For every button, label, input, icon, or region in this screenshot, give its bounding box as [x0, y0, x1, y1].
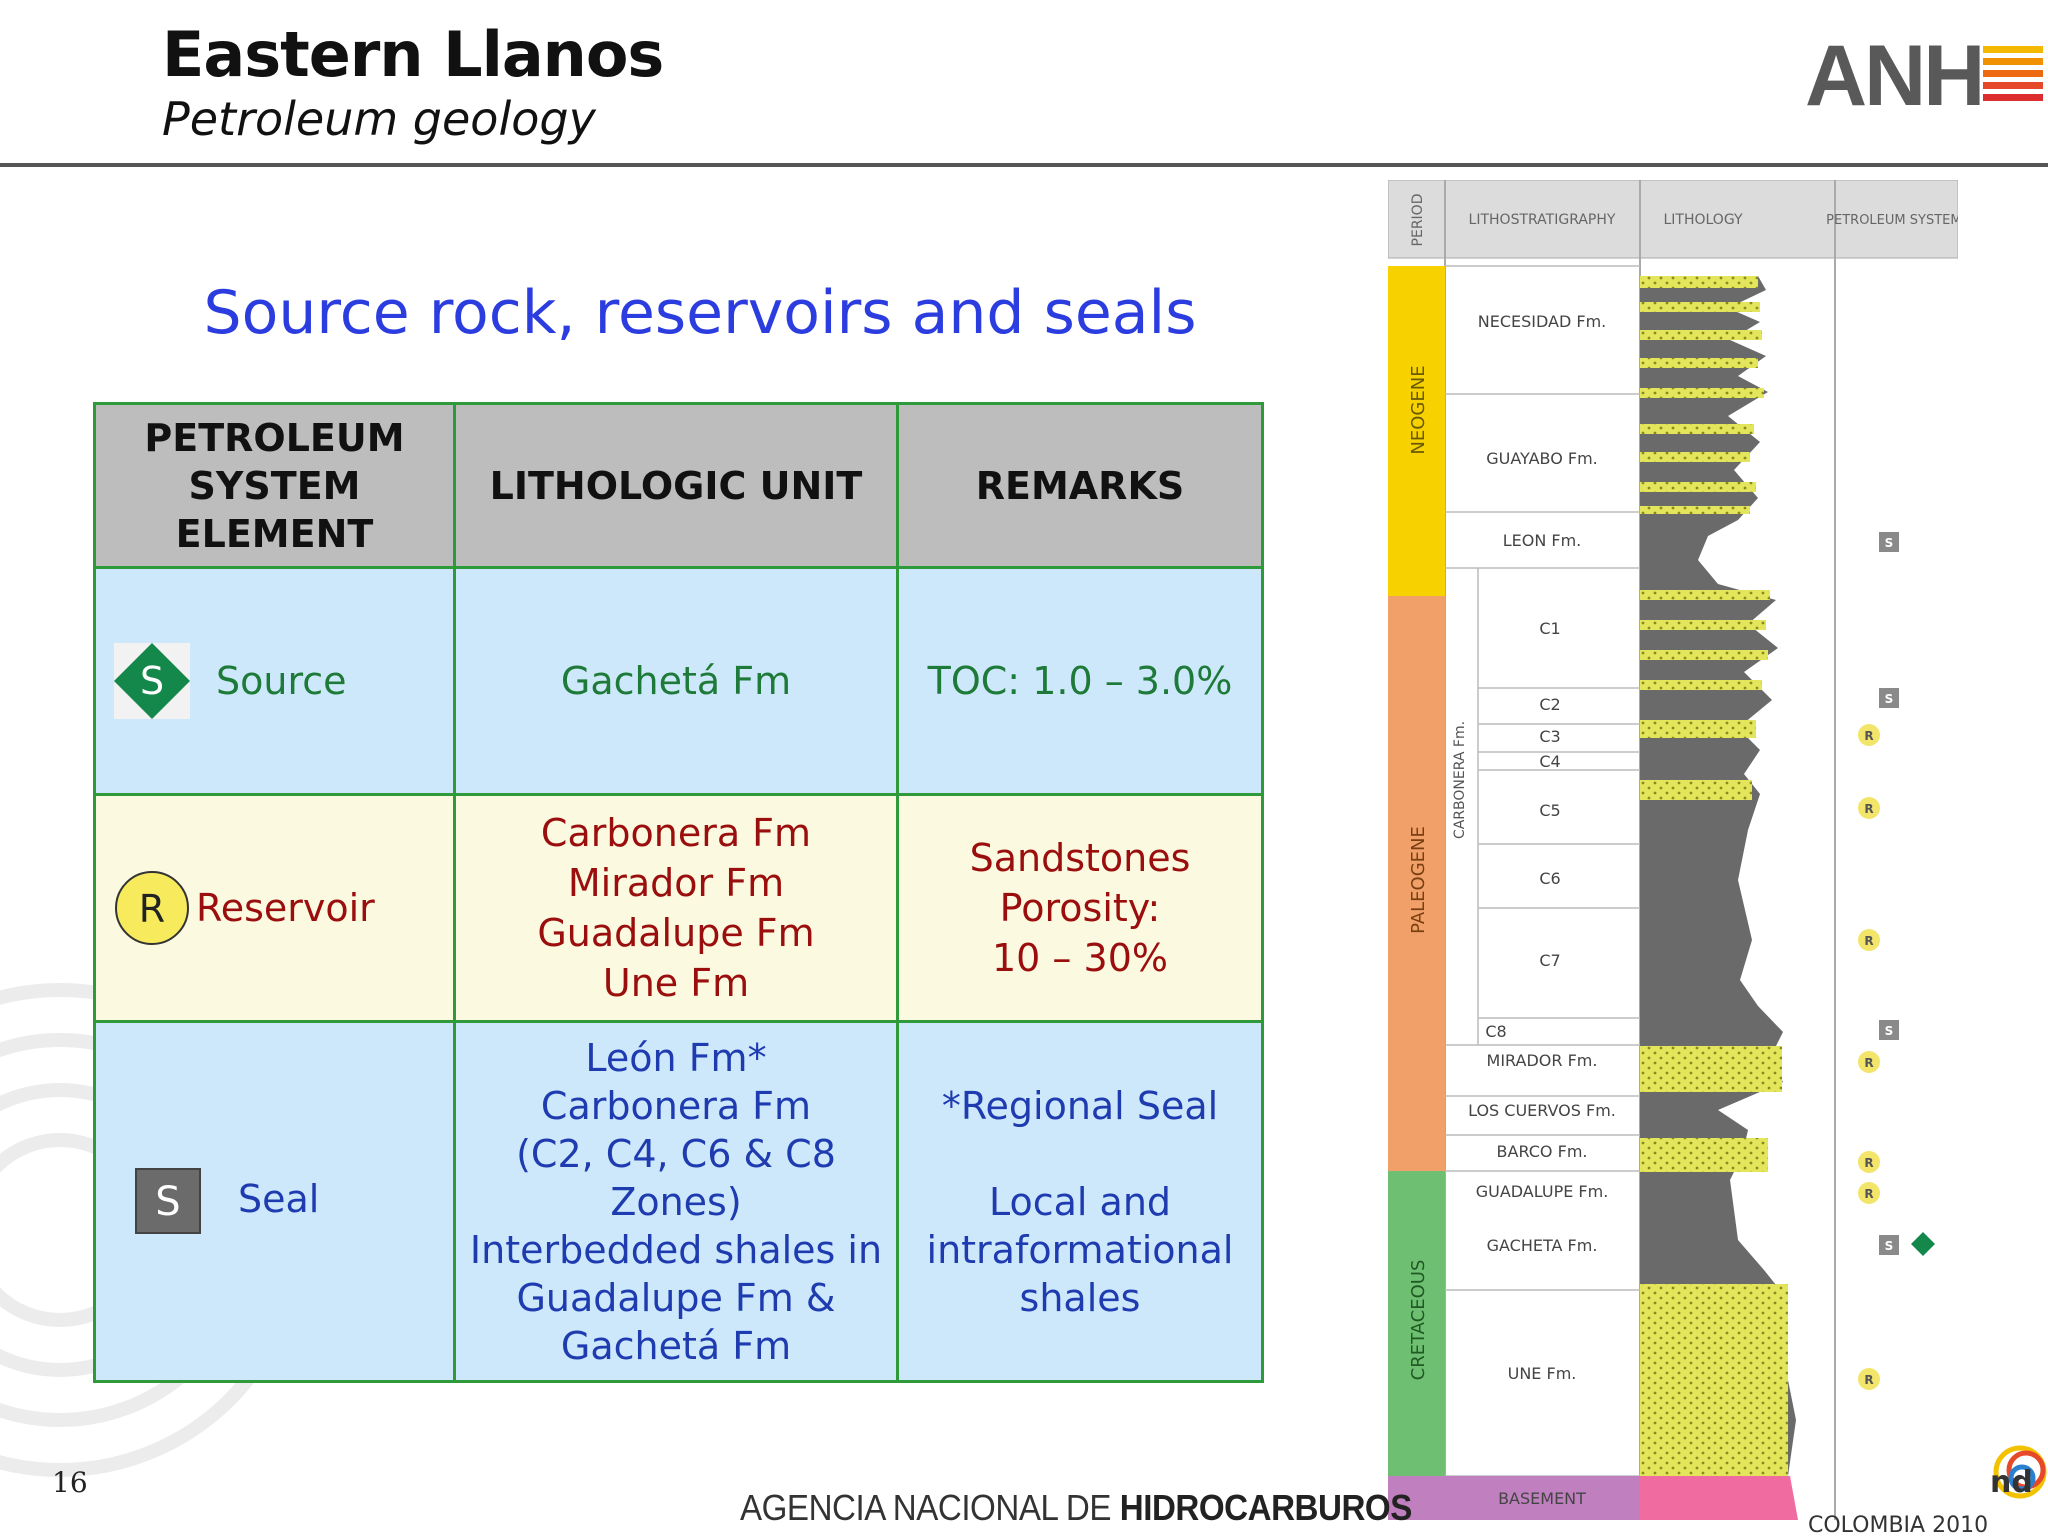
- carbonera-group-label: CARBONERA Fm.: [1452, 721, 1468, 839]
- svg-text:MIRADOR Fm.: MIRADOR Fm.: [1487, 1051, 1598, 1070]
- svg-text:R: R: [1864, 802, 1873, 816]
- agency-footer: AGENCIA NACIONAL DE HIDROCARBUROS: [740, 1487, 1412, 1528]
- stratigraphic-column: PERIOD LITHOSTRATIGRAPHY LITHOLOGY PETRO…: [1388, 180, 1958, 1520]
- header-remarks: REMARKS: [896, 402, 1264, 569]
- svg-text:BASEMENT: BASEMENT: [1498, 1489, 1586, 1508]
- svg-text:C5: C5: [1539, 801, 1560, 820]
- anh-logo: ANH: [1805, 28, 2045, 124]
- svg-text:C8: C8: [1485, 1022, 1506, 1041]
- seal-symbol-icon: [1879, 532, 1899, 552]
- logo-stripe: [1983, 70, 2043, 77]
- element-cell: S Seal: [93, 1020, 456, 1383]
- lithologic-unit-cell: León Fm* Carbonera Fm (C2, C4, C6 & C8 Z…: [453, 1020, 899, 1383]
- reservoir-symbol-icon: [1858, 797, 1880, 819]
- svg-text:C3: C3: [1539, 727, 1560, 746]
- reservoir-symbol-icon: [1858, 929, 1880, 951]
- svg-text:R: R: [1864, 934, 1873, 948]
- remarks-cell: *Regional Seal Local and intraformationa…: [896, 1020, 1264, 1383]
- column-header-petroleum-systems: PETROLEUM SYSTEMS: [1826, 213, 1958, 228]
- column-header-period: PERIOD: [1410, 194, 1426, 247]
- logo-stripe: [1983, 94, 2043, 101]
- svg-text:R: R: [1864, 1187, 1873, 1201]
- element-label: Reservoir: [196, 886, 375, 930]
- section-heading: Source rock, reservoirs and seals: [203, 278, 1197, 348]
- column-header-lithology: LITHOLOGY: [1663, 212, 1742, 228]
- lithologic-unit-cell: Carbonera Fm Mirador Fm Guadalupe Fm Une…: [453, 793, 899, 1023]
- remarks-cell: TOC: 1.0 – 3.0%: [896, 566, 1264, 796]
- svg-text:GUADALUPE Fm.: GUADALUPE Fm.: [1476, 1182, 1609, 1201]
- yellow-circle-reservoir-icon: R: [115, 871, 189, 945]
- reservoir-symbol-icon: [1858, 1051, 1880, 1073]
- svg-text:LEON Fm.: LEON Fm.: [1503, 531, 1582, 550]
- logo-stripe: [1983, 82, 2043, 89]
- period-neogene: NEOGENE: [1408, 365, 1429, 454]
- gray-square-seal-icon: S: [135, 1168, 201, 1234]
- svg-text:C2: C2: [1539, 695, 1560, 714]
- svg-text:BARCO Fm.: BARCO Fm.: [1497, 1142, 1588, 1161]
- lithologic-unit-cell: Gachetá Fm: [453, 566, 899, 796]
- reservoir-symbol-icon: [1858, 724, 1880, 746]
- svg-text:GUAYABO Fm.: GUAYABO Fm.: [1486, 449, 1598, 468]
- seal-symbol-icon: [1879, 688, 1899, 708]
- element-cell: S Source: [93, 566, 456, 796]
- table-row: S Source Gachetá Fm TOC: 1.0 – 3.0%: [93, 566, 1264, 796]
- period-cretaceous: CRETACEOUS: [1408, 1260, 1429, 1381]
- logo-stripe: [1983, 58, 2043, 65]
- green-diamond-source-icon: S: [114, 643, 190, 719]
- reservoir-symbol-icon: [1858, 1368, 1880, 1390]
- svg-text:nd: nd: [1990, 1465, 2033, 1500]
- svg-text:S: S: [1885, 692, 1894, 706]
- remarks-cell: Sandstones Porosity: 10 – 30%: [896, 793, 1264, 1023]
- element-cell: R Reservoir: [93, 793, 456, 1023]
- table-row: S Seal León Fm* Carbonera Fm (C2, C4, C6…: [93, 1020, 1264, 1383]
- svg-text:S: S: [155, 1179, 180, 1225]
- table-header-row: PETROLEUM SYSTEM ELEMENT LITHOLOGIC UNIT…: [93, 402, 1264, 569]
- page-number: 16: [52, 1466, 88, 1499]
- reservoir-symbol-icon: [1858, 1182, 1880, 1204]
- svg-text:C6: C6: [1539, 869, 1560, 888]
- seal-symbol-icon: [1879, 1020, 1899, 1040]
- svg-text:C7: C7: [1539, 951, 1560, 970]
- svg-text:C1: C1: [1539, 619, 1560, 638]
- svg-text:UNE Fm.: UNE Fm.: [1508, 1364, 1577, 1383]
- svg-text:C4: C4: [1539, 752, 1560, 771]
- svg-text:COLOMBIA 2010: COLOMBIA 2010: [1808, 1513, 1988, 1536]
- table-row: R Reservoir Carbonera Fm Mirador Fm Guad…: [93, 793, 1264, 1023]
- reservoir-symbol-icon: [1858, 1151, 1880, 1173]
- colombia-2010-event-logo: nd COLOMBIA 2010: [1808, 1445, 2047, 1536]
- header-lithologic-unit: LITHOLOGIC UNIT: [453, 402, 899, 569]
- logo-stripe: [1983, 46, 2043, 53]
- svg-text:S: S: [1885, 1239, 1894, 1253]
- element-label: Seal: [238, 1177, 320, 1221]
- svg-text:S: S: [1885, 536, 1894, 550]
- svg-text:R: R: [1864, 1156, 1873, 1170]
- svg-text:R: R: [1864, 1056, 1873, 1070]
- header-divider: [0, 163, 2048, 167]
- petroleum-system-table: PETROLEUM SYSTEM ELEMENT LITHOLOGIC UNIT…: [93, 402, 1264, 1383]
- svg-text:R: R: [1864, 1373, 1873, 1387]
- seal-symbol-icon: [1879, 1235, 1899, 1255]
- svg-text:NECESIDAD Fm.: NECESIDAD Fm.: [1478, 312, 1607, 331]
- header-petroleum-system-element: PETROLEUM SYSTEM ELEMENT: [93, 402, 456, 569]
- page-subtitle: Petroleum geology: [162, 92, 596, 146]
- svg-text:R: R: [1864, 729, 1873, 743]
- source-symbol-icon: [1911, 1232, 1935, 1256]
- svg-text:R: R: [139, 887, 165, 931]
- svg-text:LOS CUERVOS Fm.: LOS CUERVOS Fm.: [1468, 1101, 1616, 1120]
- page-title: Eastern Llanos: [162, 18, 664, 91]
- column-header-lithostratigraphy: LITHOSTRATIGRAPHY: [1469, 212, 1616, 228]
- anh-logo-text: ANH: [1805, 28, 1985, 124]
- svg-text:S: S: [1885, 1024, 1894, 1038]
- svg-text:S: S: [140, 659, 164, 703]
- svg-text:GACHETA Fm.: GACHETA Fm.: [1487, 1236, 1598, 1255]
- period-paleogene: PALEOGENE: [1408, 826, 1429, 934]
- element-label: Source: [216, 659, 347, 703]
